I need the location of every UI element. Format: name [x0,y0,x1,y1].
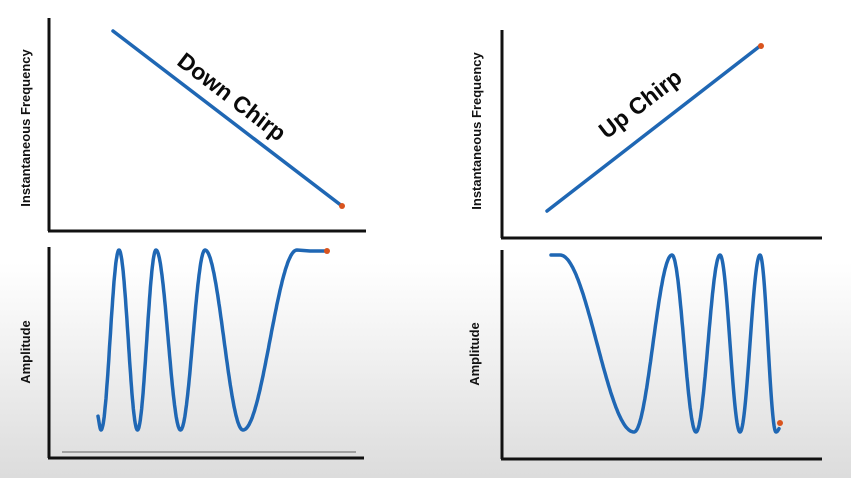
down-amp-ylabel: Amplitude [18,320,33,384]
up-freq-line [545,44,762,213]
down-chirp-panel: Down Chirp Instantaneous Frequency Ampli… [18,18,366,460]
down-freq-line [111,29,344,208]
down-chirp-title: Down Chirp [173,47,291,146]
down-freq-endpoint [339,203,345,209]
down-frequency-plot: Down Chirp Instantaneous Frequency [18,18,366,233]
up-chirp-panel: Up Chirp Instantaneous Frequency Amplitu… [467,30,822,461]
down-amp-wave [96,248,329,432]
up-amp-wave [549,253,781,434]
up-chirp-title: Up Chirp [594,64,687,144]
up-amp-endpoint [777,420,783,426]
up-freq-endpoint [758,43,764,49]
up-amp-ylabel: Amplitude [467,322,482,386]
up-frequency-plot: Up Chirp Instantaneous Frequency [469,30,822,240]
down-freq-ylabel: Instantaneous Frequency [18,48,33,206]
down-amplitude-plot: Amplitude [18,247,364,460]
down-amp-endpoint [324,248,330,254]
up-amplitude-plot: Amplitude [467,250,822,461]
up-freq-ylabel: Instantaneous Frequency [469,51,484,209]
